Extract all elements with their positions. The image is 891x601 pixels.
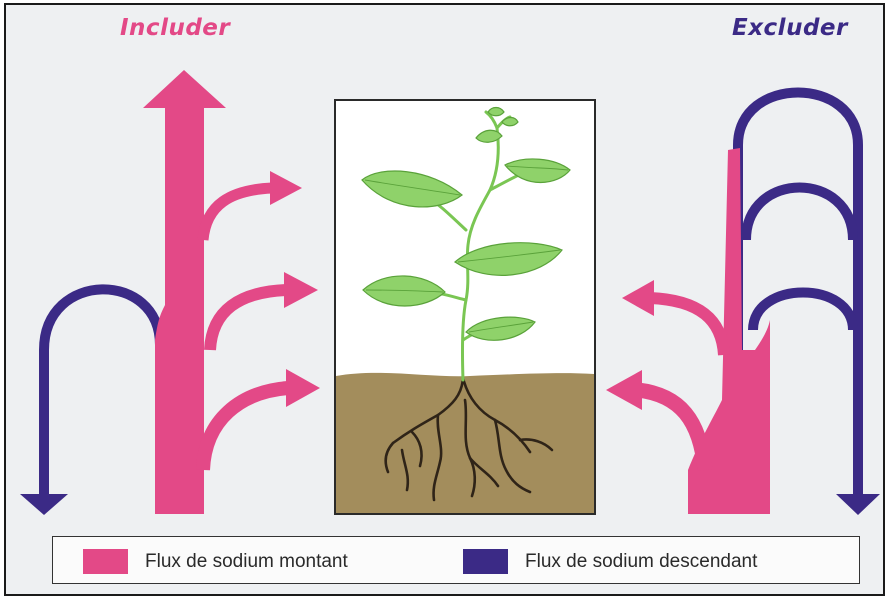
excluder-branch-lower-arrowhead: [606, 370, 642, 410]
excluder-branch-upper-arrowhead: [622, 280, 654, 316]
includer-descending-arrowhead: [20, 494, 68, 515]
includer-descending-loop: [44, 289, 160, 496]
includer-branch-bottom-arrowhead: [286, 369, 320, 407]
includer-branch-top-arrowhead: [270, 171, 302, 205]
includer-branch-top: [203, 188, 272, 240]
downward-flux-label: Flux de sodium descendant: [525, 551, 757, 573]
plant-panel: [335, 100, 595, 514]
includer-flux-group: [20, 70, 320, 515]
includer-branch-middle-arrowhead: [284, 272, 318, 308]
legend: Flux de sodium montant Flux de sodium de…: [52, 536, 860, 584]
excluder-middle-arch: [746, 188, 853, 241]
excluder-lower-arch: [753, 293, 853, 331]
upward-flux-swatch: [83, 549, 128, 574]
downward-flux-swatch: [463, 549, 508, 574]
leaf: [488, 108, 504, 116]
includer-branch-bottom: [203, 388, 288, 470]
excluder-flux-group: [606, 93, 880, 516]
includer-branch-middle: [210, 290, 286, 350]
excluder-branch-upper: [650, 298, 724, 355]
upward-flux-label: Flux de sodium montant: [145, 551, 348, 573]
excluder-descending-arrowhead: [836, 494, 880, 515]
